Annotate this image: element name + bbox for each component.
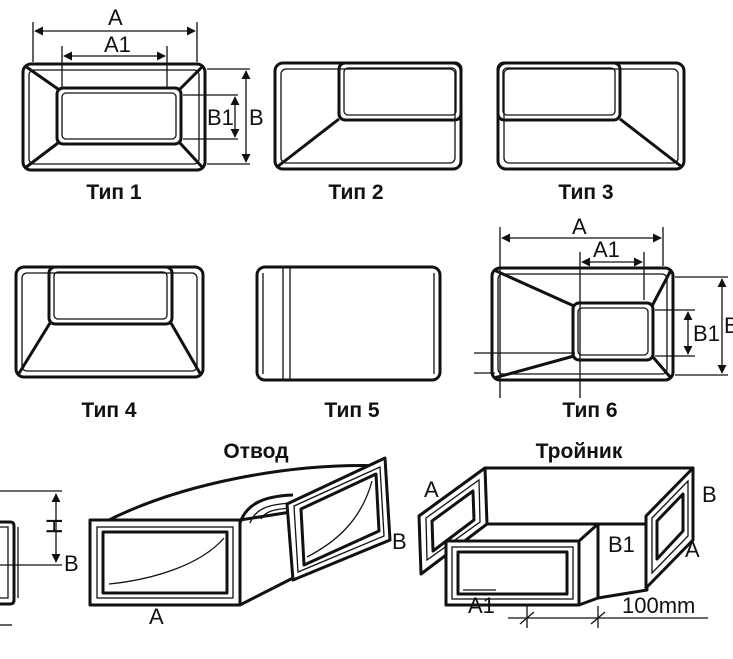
tee-dim-a-right: A bbox=[685, 537, 700, 562]
type2-figure bbox=[273, 61, 463, 171]
caption-type4: Тип 4 bbox=[81, 399, 136, 422]
type5-figure bbox=[255, 265, 442, 382]
caption-tee: Тройник bbox=[536, 440, 623, 463]
tee-figure: A B1 B A A1 100mm bbox=[417, 466, 717, 628]
tee-dim-length: 100mm bbox=[622, 593, 695, 618]
flange-side-figure: H B bbox=[0, 490, 79, 626]
type1-dim-a1: A1 bbox=[104, 32, 131, 57]
tee-dim-a1: A1 bbox=[468, 593, 495, 618]
tee-dim-a-left: A bbox=[424, 477, 439, 502]
type6-dim-b1: B1 bbox=[693, 321, 720, 346]
type6-dim-b: B bbox=[724, 313, 733, 338]
flange-dim-h: H bbox=[42, 518, 67, 534]
caption-elbow: Отвод bbox=[223, 440, 288, 463]
type1-dim-b: B bbox=[249, 105, 264, 130]
type6-dim-a: A bbox=[572, 214, 587, 239]
tee-dim-b1: B1 bbox=[608, 532, 635, 557]
type4-figure bbox=[14, 265, 205, 379]
elbow-dim-b: B bbox=[392, 529, 407, 554]
flange-dim-b: B bbox=[64, 551, 79, 576]
caption-type1: Тип 1 bbox=[86, 181, 141, 204]
caption-type5: Тип 5 bbox=[324, 399, 379, 422]
type1-dim-b1: B1 bbox=[207, 105, 234, 130]
caption-type3: Тип 3 bbox=[558, 181, 613, 204]
tee-dim-b: B bbox=[702, 482, 717, 507]
type6-dim-a1: A1 bbox=[593, 237, 620, 262]
type1-dim-a: A bbox=[108, 5, 123, 30]
elbow-dim-a: A bbox=[149, 604, 164, 629]
caption-type2: Тип 2 bbox=[328, 181, 383, 204]
caption-type6: Тип 6 bbox=[562, 399, 617, 422]
type6-figure: A A1 B1 B bbox=[474, 214, 733, 398]
type3-figure bbox=[496, 61, 686, 171]
elbow-figure: B A bbox=[88, 456, 407, 629]
type1-figure: A A1 B1 B bbox=[21, 5, 264, 172]
